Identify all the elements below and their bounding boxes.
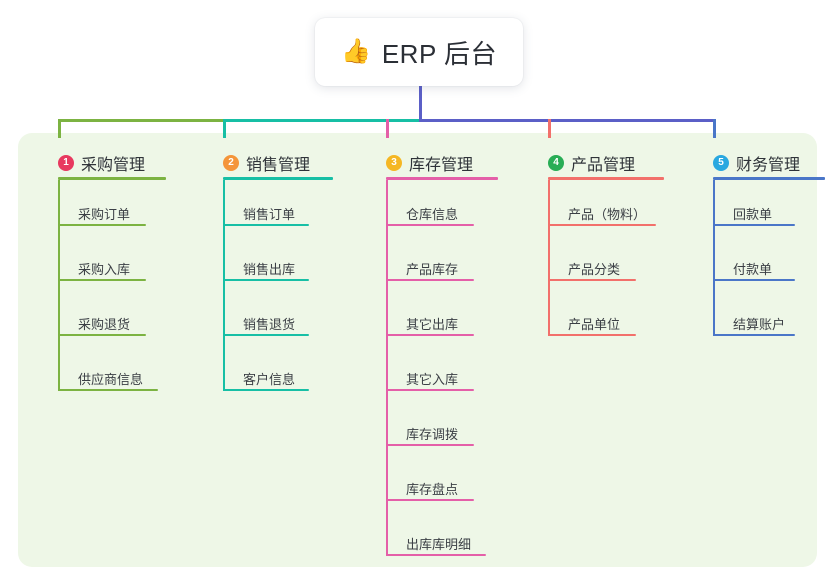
branch-item-underline (713, 279, 795, 281)
branch-item-underline (58, 279, 146, 281)
branch-item-label: 采购退货 (78, 317, 131, 332)
branch-item-underline (223, 389, 309, 391)
branch-item-label: 结算账户 (733, 317, 786, 332)
branch-item-label: 回款单 (733, 207, 773, 222)
branch-item-underline (548, 279, 636, 281)
branch-stub-5 (713, 119, 716, 138)
branch-item-underline (713, 334, 795, 336)
branch-item-label: 库存调拨 (406, 427, 459, 442)
branch-item-underline (58, 334, 146, 336)
branch-title: 库存管理 (409, 157, 474, 174)
branch-spine (548, 180, 550, 336)
branch-badge-icon: 2 (223, 155, 239, 171)
branch-title: 产品管理 (571, 157, 636, 174)
branch-stub-2 (223, 119, 226, 138)
branch-item-underline (386, 444, 474, 446)
branch-item-underline (386, 499, 474, 501)
branch-item-label: 库存盘点 (406, 482, 459, 497)
branch-item-underline (223, 334, 309, 336)
branch-badge-icon: 1 (58, 155, 74, 171)
branch-header-3[interactable]: 3 库存管理 (366, 146, 498, 180)
branch-item-label: 供应商信息 (78, 372, 144, 387)
branch-item-label: 仓库信息 (406, 207, 459, 222)
branch-header-1[interactable]: 1 采购管理 (38, 146, 166, 180)
branch-title: 销售管理 (246, 157, 311, 174)
branch-item-underline (58, 224, 146, 226)
branch-spine (223, 180, 225, 391)
branch-badge-icon: 3 (386, 155, 402, 171)
branch-header-4[interactable]: 4 产品管理 (528, 146, 664, 180)
branch-column-1: 1 采购管理采购订单采购入库采购退货供应商信息 (38, 146, 166, 391)
branch-item-label: 产品分类 (568, 262, 621, 277)
branch-item-label: 产品（物料） (568, 207, 647, 222)
branch-header-5[interactable]: 5 财务管理 (693, 146, 825, 180)
root-node[interactable]: 👍 ERP 后台 (315, 18, 523, 86)
branch-item-underline (223, 279, 309, 281)
branch-spine (58, 180, 60, 391)
branch-item-label: 付款单 (733, 262, 773, 277)
branch-item-underline (713, 224, 795, 226)
branch-item-label: 客户信息 (243, 372, 296, 387)
branch-badge-icon: 4 (548, 155, 564, 171)
branch-item-label: 产品单位 (568, 317, 621, 332)
branch-item-underline (386, 224, 474, 226)
branch-item-label: 产品库存 (406, 262, 459, 277)
branch-item-label: 采购入库 (78, 262, 131, 277)
branch-item-label: 出库库明细 (406, 537, 472, 552)
branch-item-underline (223, 224, 309, 226)
trunk-connector (419, 86, 422, 122)
branch-column-4: 4 产品管理产品（物料） 产品分类产品单位 (528, 146, 664, 336)
branch-underline (58, 177, 166, 180)
branch-item-label: 其它出库 (406, 317, 459, 332)
branch-item-label: 销售出库 (243, 262, 296, 277)
branch-item-underline (386, 389, 474, 391)
branch-item-underline (386, 279, 474, 281)
branch-spine (713, 180, 715, 336)
branch-header-2[interactable]: 2 销售管理 (203, 146, 333, 180)
branch-column-2: 2 销售管理销售订单销售出库销售退货客户信息 (203, 146, 333, 391)
branch-item-label: 采购订单 (78, 207, 131, 222)
branch-spine (386, 180, 388, 556)
bus-segment-2 (223, 119, 422, 122)
branch-underline (713, 177, 825, 180)
branch-item-underline (548, 334, 636, 336)
branch-item-label: 销售退货 (243, 317, 296, 332)
branch-underline (386, 177, 498, 180)
thumbs-up-icon: 👍 (340, 38, 371, 65)
branch-stub-3 (386, 119, 389, 138)
branch-stub-4 (548, 119, 551, 138)
branch-item-label: 其它入库 (406, 372, 459, 387)
branch-column-3: 3 库存管理仓库信息产品库存其它出库其它入库库存调拨库存盘点出库库明细 (366, 146, 498, 556)
branch-stub-1 (58, 119, 61, 138)
branch-item-underline (548, 224, 656, 226)
branch-title: 采购管理 (81, 157, 146, 174)
branch-underline (223, 177, 333, 180)
branch-underline (548, 177, 664, 180)
branches-panel (18, 133, 817, 567)
branch-badge-icon: 5 (713, 155, 729, 171)
branch-column-5: 5 财务管理回款单付款单结算账户 (693, 146, 825, 336)
branch-item-underline (386, 554, 486, 556)
bus-segment-1 (58, 119, 226, 122)
branch-item-underline (58, 389, 158, 391)
branch-item-underline (386, 334, 474, 336)
bus-segment-3 (419, 119, 716, 122)
root-title: ERP 后台 (381, 38, 498, 69)
branch-title: 财务管理 (736, 157, 801, 174)
branch-item-label: 销售订单 (243, 207, 296, 222)
